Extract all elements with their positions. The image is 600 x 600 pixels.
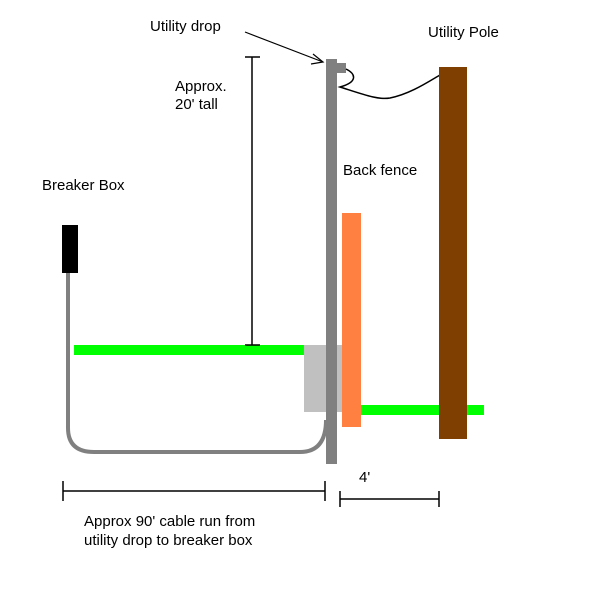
height-label-line2: 20' tall [175, 96, 218, 113]
back-fence-label: Back fence [343, 162, 417, 179]
cable-run-label-line1: Approx 90' cable run from [84, 513, 255, 530]
utility-pole [439, 67, 467, 439]
height-label-line1: Approx. [175, 78, 227, 95]
gap-label: 4' [359, 469, 370, 486]
cable-run [66, 272, 328, 454]
utility-pole-label: Utility Pole [428, 24, 499, 41]
cable-run-label-line2: utility drop to breaker box [84, 532, 253, 549]
weatherhead [337, 63, 346, 73]
breaker-box-label: Breaker Box [42, 177, 125, 194]
cable-run-dimension [62, 481, 326, 501]
gap-dimension [339, 491, 440, 507]
breaker-box [62, 225, 78, 273]
service-mast [326, 59, 337, 464]
utility-drop-wire [337, 68, 441, 100]
back-fence [342, 213, 361, 427]
ground-line-right [358, 405, 484, 415]
utility-drop-arrow [244, 31, 325, 65]
utility-drop-label: Utility drop [150, 18, 221, 35]
ground-line-left [74, 345, 342, 355]
height-dimension [245, 56, 260, 346]
